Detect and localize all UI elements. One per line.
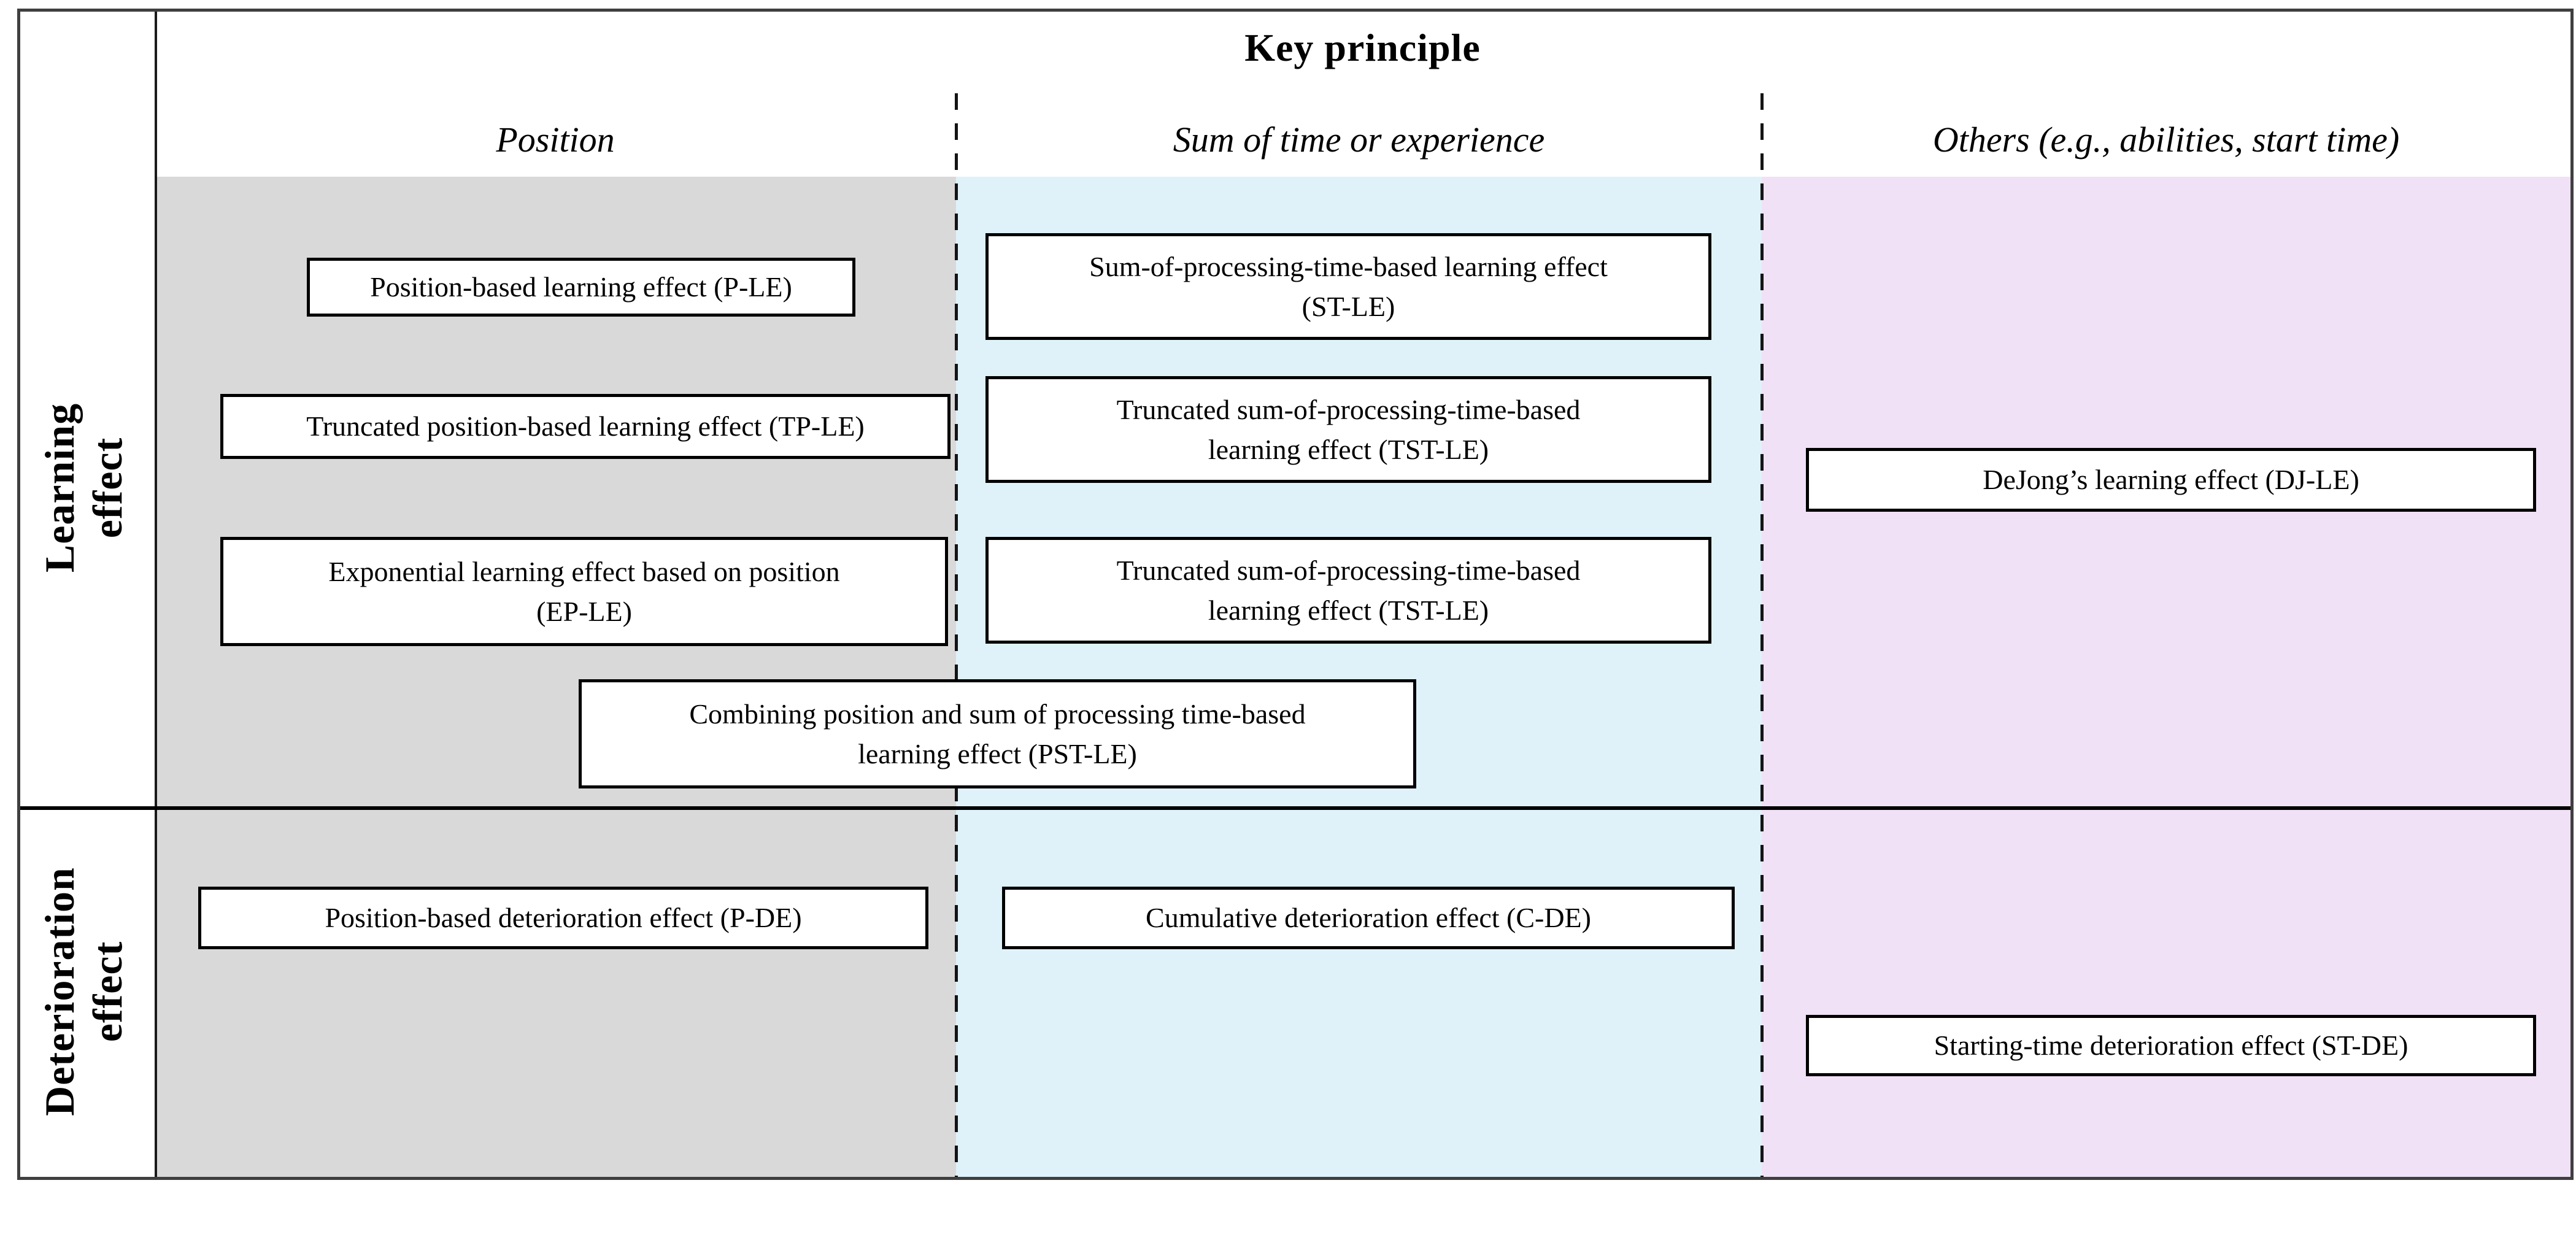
taxonomy-figure: Key principle Position Sum of time or ex… bbox=[17, 9, 2574, 1180]
section-divider-line bbox=[20, 806, 2570, 810]
figure-title: Key principle bbox=[1244, 26, 1481, 69]
box-sum-of-processing-time-learning-effect: Sum-of-processing-time-based learning ef… bbox=[985, 233, 1711, 340]
column-divider-dashed-1 bbox=[955, 93, 958, 1177]
box-position-based-deterioration-effect: Position-based deterioration effect (P-D… bbox=[198, 887, 928, 949]
row-label-deterioration-effect: Deterioration effect bbox=[36, 867, 131, 1116]
box-truncated-sum-learning-effect-1: Truncated sum-of-processing-time-based l… bbox=[985, 376, 1711, 483]
column-bg-position bbox=[155, 177, 956, 1177]
sidebar-separator-line bbox=[155, 12, 157, 1177]
box-starting-time-deterioration-effect: Starting-time deterioration effect (ST-D… bbox=[1806, 1015, 2536, 1076]
box-truncated-position-learning-effect: Truncated position-based learning effect… bbox=[220, 394, 951, 459]
row-label-learning-effect: Learning effect bbox=[36, 403, 131, 573]
box-cumulative-deterioration-effect: Cumulative deterioration effect (C-DE) bbox=[1002, 887, 1735, 949]
box-dejong-learning-effect: DeJong’s learning effect (DJ-LE) bbox=[1806, 448, 2536, 512]
taxonomy-figure-canvas: Key principle Position Sum of time or ex… bbox=[17, 9, 2574, 1180]
box-truncated-sum-learning-effect-2: Truncated sum-of-processing-time-based l… bbox=[985, 537, 1711, 644]
column-bg-others bbox=[1762, 177, 2570, 1177]
column-bg-sum bbox=[956, 177, 1762, 1177]
column-header-sum: Sum of time or experience bbox=[1173, 120, 1545, 160]
column-divider-dashed-2 bbox=[1760, 93, 1764, 1177]
column-header-others: Others (e.g., abilities, start time) bbox=[1932, 120, 2400, 160]
box-exponential-learning-effect: Exponential learning effect based on pos… bbox=[220, 537, 948, 646]
column-header-position: Position bbox=[496, 120, 615, 160]
box-position-based-learning-effect: Position-based learning effect (P-LE) bbox=[307, 258, 855, 317]
box-combining-position-sum-learning-effect: Combining position and sum of processing… bbox=[579, 679, 1416, 788]
